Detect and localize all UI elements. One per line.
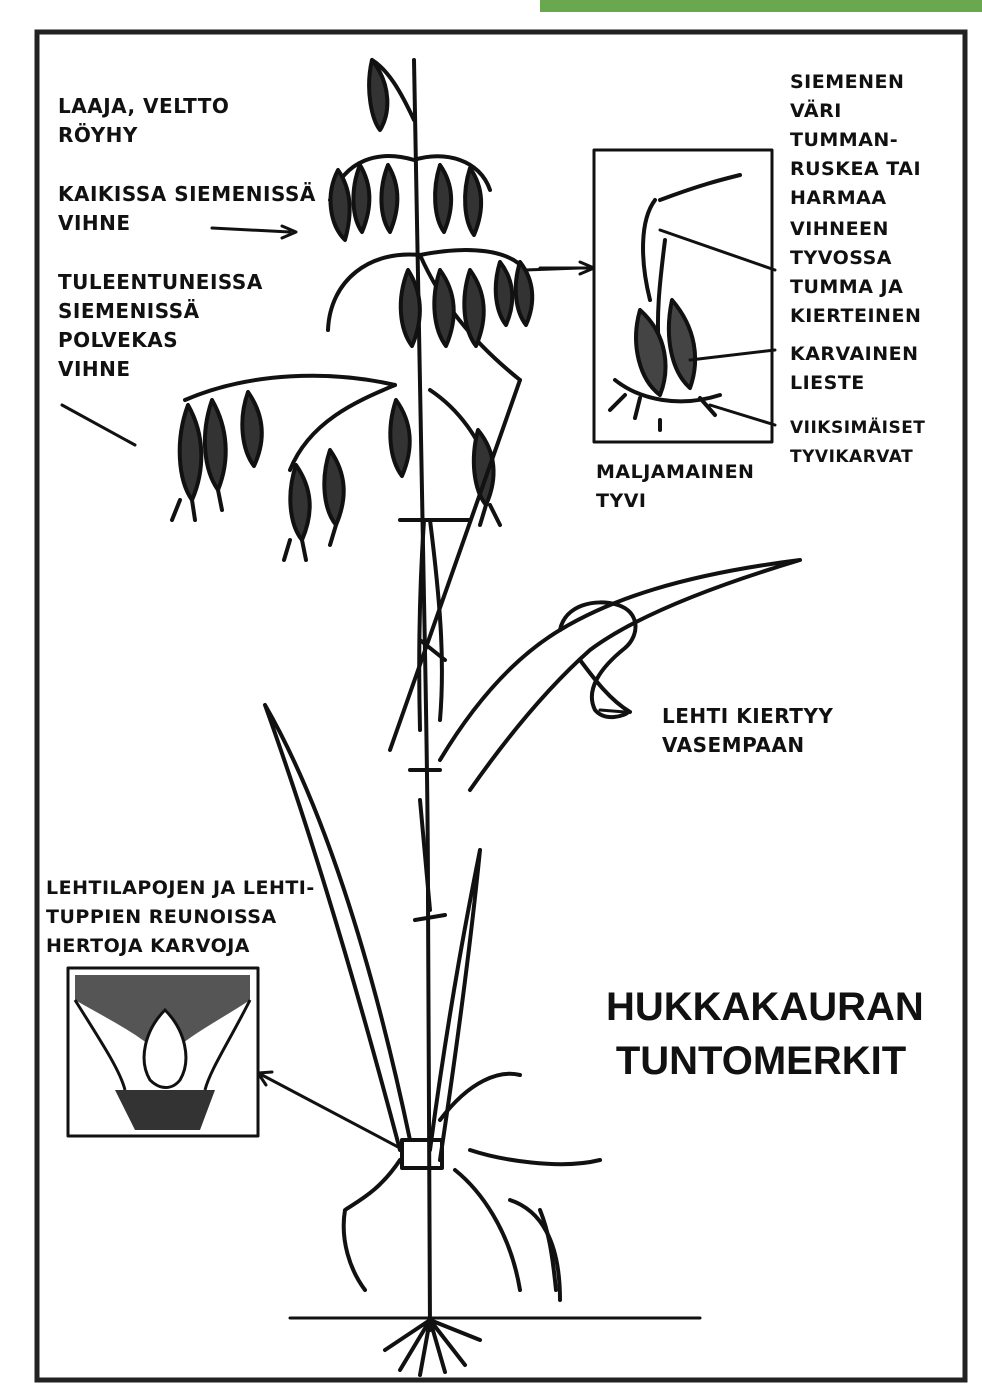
roots: [385, 1320, 480, 1375]
pointer-ripe-awn: [62, 405, 135, 445]
pointer-leaf-twist: [600, 710, 625, 712]
pointer-lemma: [690, 350, 775, 360]
label-ligule: LEHTILAPOJEN JA LEHTI-TUPPIEN REUNOISSAH…: [46, 874, 315, 961]
label-base-hairs: VIIKSIMÄISETTYVIKARVAT: [790, 414, 925, 472]
pointer-hairs: [710, 405, 775, 425]
pointer-ligule: [262, 1075, 400, 1148]
label-panicle: LAAJA, VELTTORÖYHY: [58, 92, 229, 150]
label-awn-ripe: TULEENTUNEISSASIEMENISSÄPOLVEKASVIHNE: [58, 268, 263, 384]
label-cup-base: MALJAMAINENTYVI: [596, 458, 754, 516]
label-leaf-twist: LEHTI KIERTYYVASEMPAAN: [662, 702, 833, 760]
ligule-detail: [75, 975, 250, 1130]
lower-leaf-right: [430, 850, 480, 1160]
panicle-branch-middle: [328, 250, 525, 380]
diagram-title: HUKKAKAURANTUNTOMERKIT: [606, 980, 916, 1088]
label-awn-base: VIHNEENTYVOSSATUMMA JAKIERTEINEN: [790, 215, 921, 331]
label-awn-all: KAIKISSA SIEMENISSÄVIHNE: [58, 180, 316, 238]
pointer-seed-color: [660, 230, 775, 270]
label-seed-color: SIEMENENVÄRITUMMAN-RUSKEA TAIHARMAA: [790, 68, 921, 213]
ligule-marker: [402, 1140, 442, 1168]
label-lemma: KARVAINENLIESTE: [790, 340, 919, 398]
